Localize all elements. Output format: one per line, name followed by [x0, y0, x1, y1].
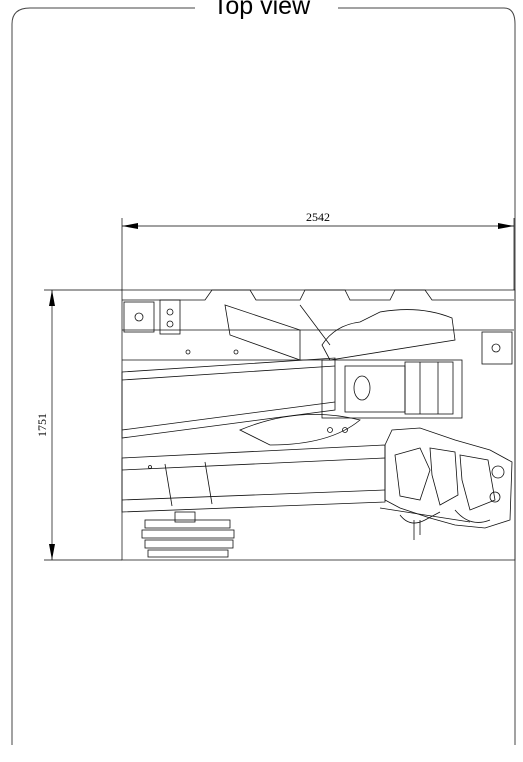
width-dimension: 2542	[121, 210, 515, 290]
height-dimension: 1751	[35, 289, 122, 561]
width-dimension-label: 2542	[306, 210, 330, 224]
machine-top-view	[121, 289, 514, 558]
height-dimension-label: 1751	[35, 413, 49, 437]
title-mask	[195, 0, 338, 20]
sheet-border	[11, 7, 516, 745]
view-title: Top view	[212, 0, 311, 20]
